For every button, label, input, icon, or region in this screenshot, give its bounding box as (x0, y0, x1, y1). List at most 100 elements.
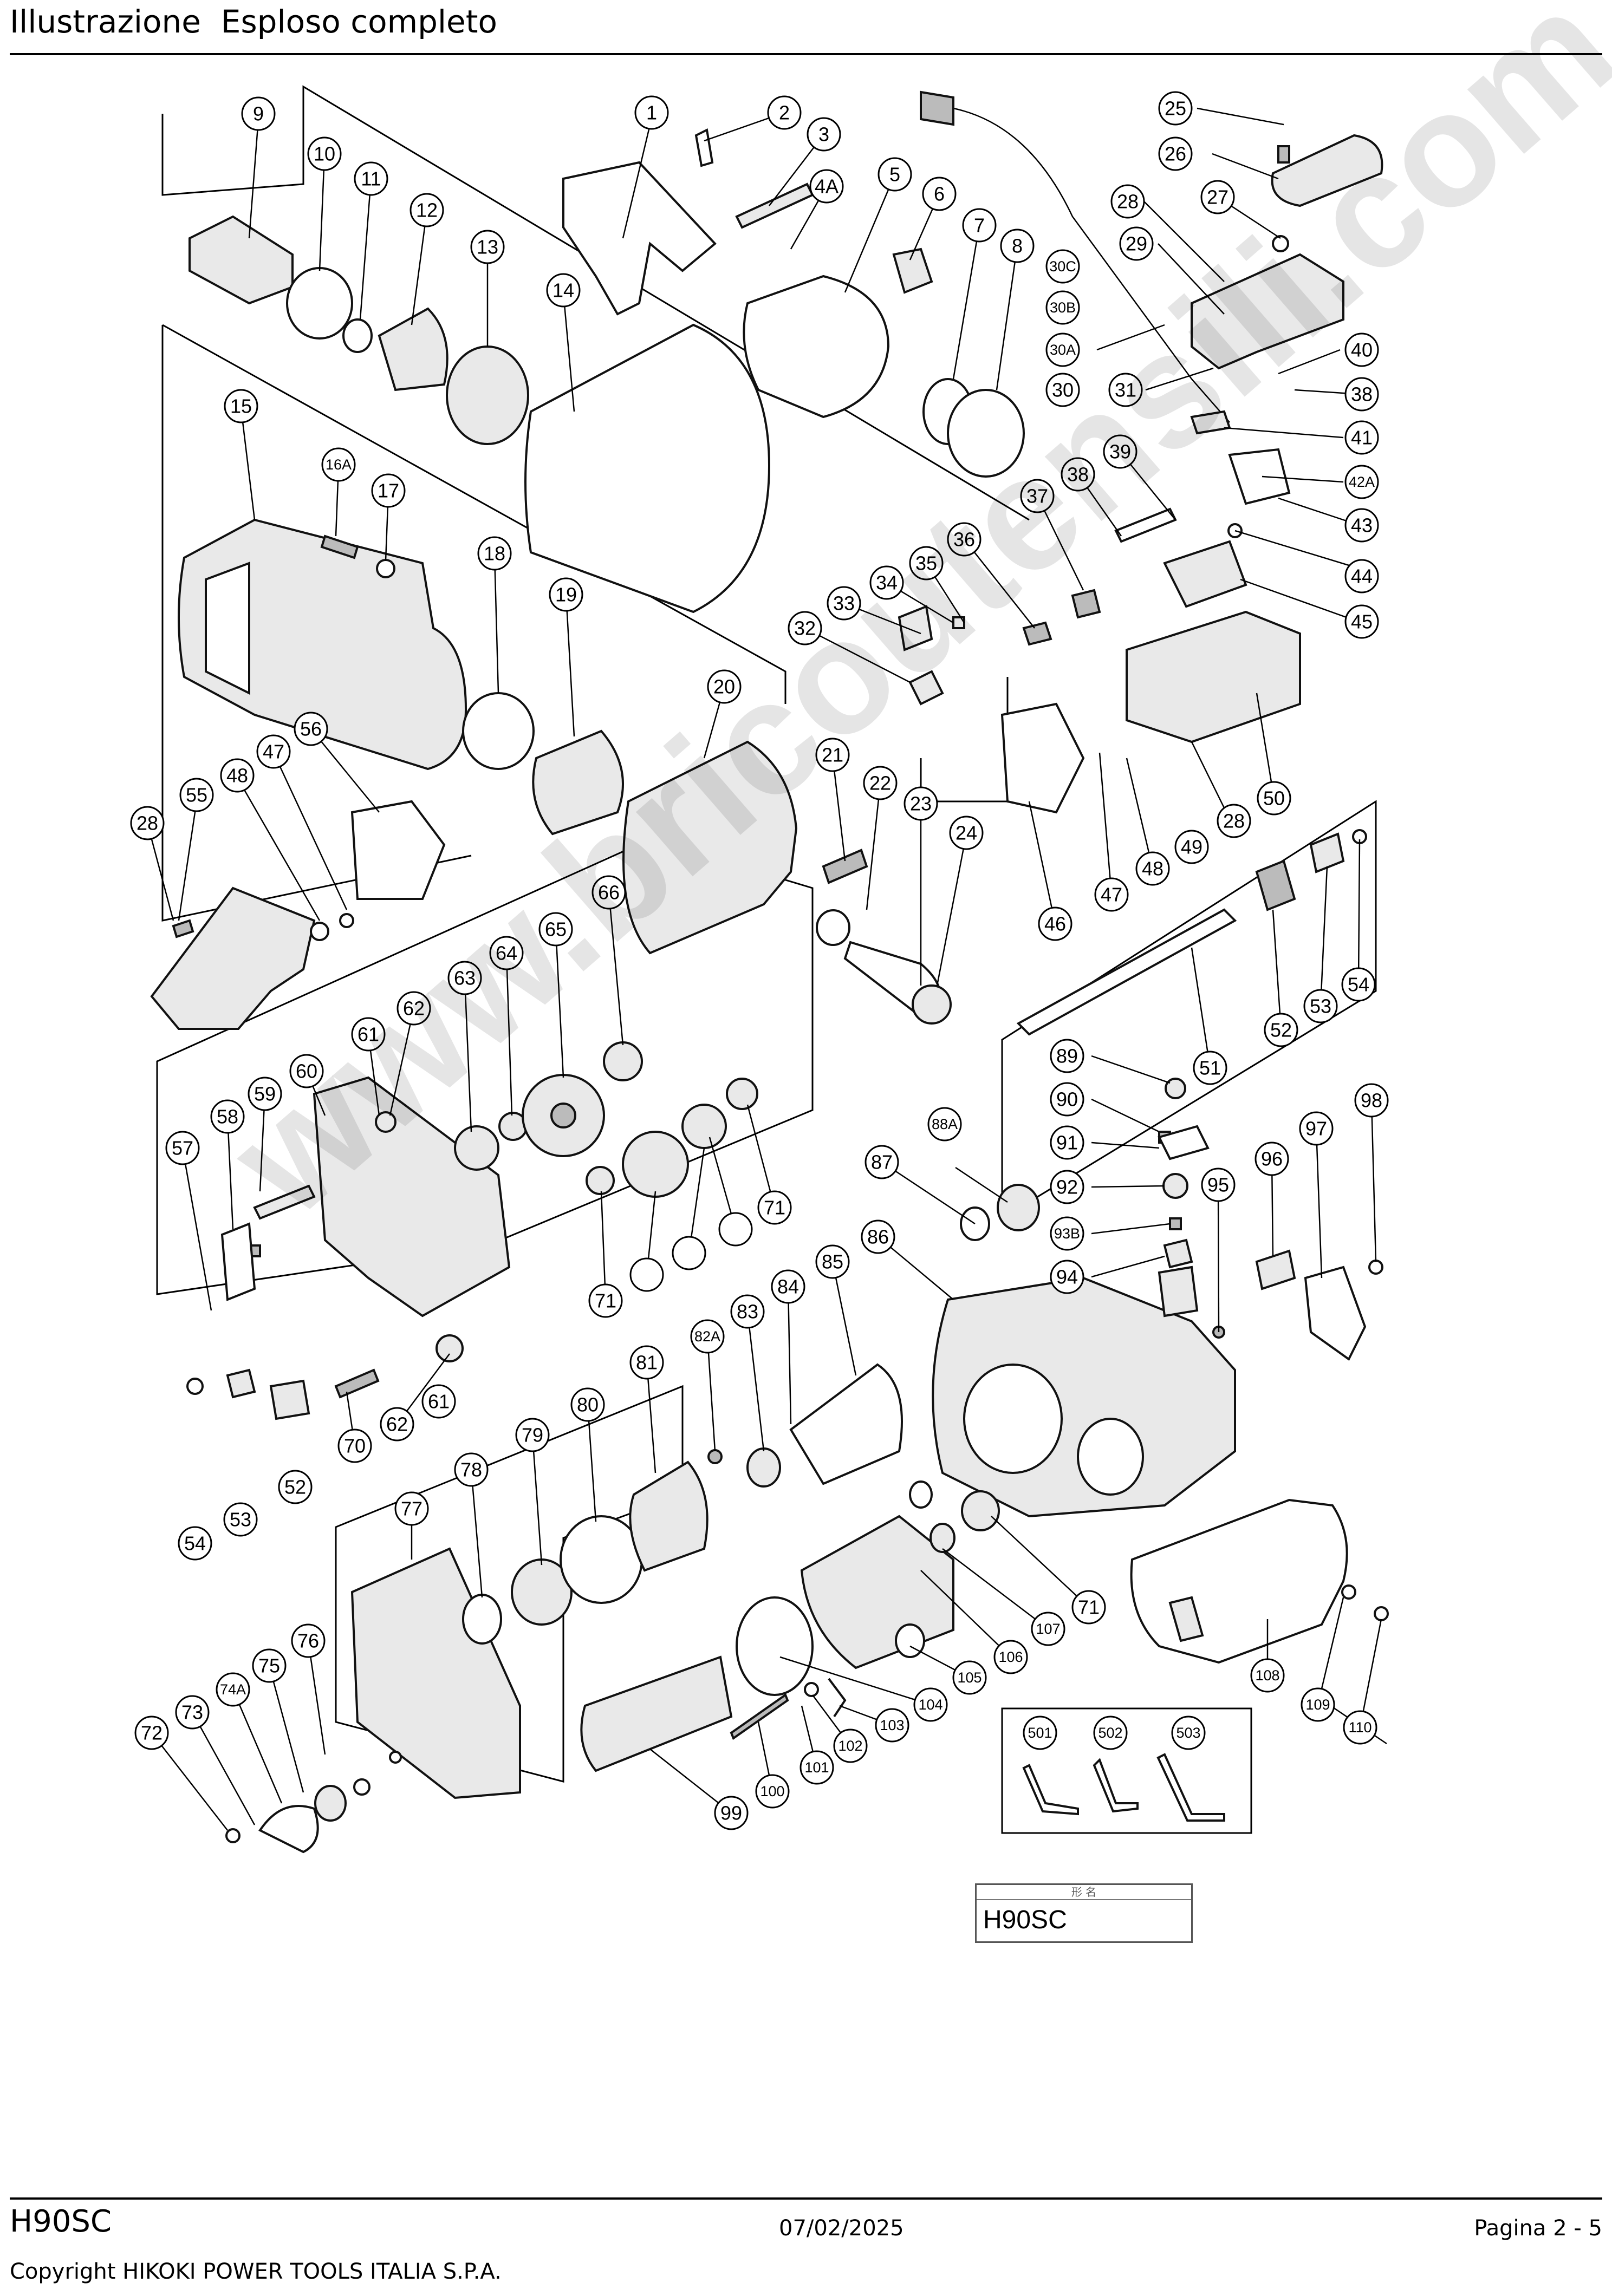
callout-99: 99 (714, 1796, 749, 1830)
callout-503: 503 (1171, 1716, 1206, 1750)
callout-97: 97 (1299, 1111, 1334, 1146)
svg-text:110: 110 (1348, 1719, 1372, 1736)
svg-text:103: 103 (880, 1717, 904, 1733)
svg-text:6: 6 (934, 183, 945, 205)
svg-text:45: 45 (1351, 611, 1373, 633)
svg-text:22: 22 (869, 772, 891, 794)
callout-104: 104 (913, 1687, 948, 1722)
callout-93b: 93B (1050, 1216, 1084, 1251)
callout-94: 94 (1050, 1260, 1084, 1294)
callout-32: 32 (788, 611, 822, 645)
callout-44: 44 (1344, 559, 1379, 593)
page-title: Illustrazione Esploso completo (10, 3, 497, 40)
svg-text:52: 52 (284, 1476, 306, 1498)
svg-text:78: 78 (460, 1459, 482, 1481)
footer-divider (10, 2197, 1602, 2200)
svg-text:30A: 30A (1050, 342, 1076, 358)
callout-55: 55 (179, 778, 214, 812)
callout-15: 15 (224, 389, 258, 423)
callout-68-mid: 71 (757, 1190, 792, 1225)
callout-41: 41 (1344, 420, 1379, 455)
callout-20: 20 (707, 669, 742, 704)
callout-69 (629, 1257, 664, 1292)
svg-text:30B: 30B (1050, 299, 1076, 316)
callout-47-right: 47 (1094, 877, 1129, 912)
callout-58: 58 (210, 1099, 245, 1134)
svg-text:91: 91 (1056, 1132, 1078, 1154)
svg-text:33: 33 (833, 592, 855, 615)
svg-text:35: 35 (915, 552, 937, 575)
svg-text:40: 40 (1351, 339, 1373, 361)
svg-text:501: 501 (1028, 1725, 1052, 1741)
svg-text:82A: 82A (694, 1328, 720, 1345)
svg-text:43: 43 (1351, 514, 1373, 537)
callout-6: 6 (922, 177, 957, 211)
callout-50: 50 (1257, 781, 1291, 816)
callout-76: 76 (291, 1623, 326, 1658)
callout-29: 29 (1119, 226, 1154, 261)
svg-text:72: 72 (141, 1722, 162, 1744)
svg-text:106: 106 (998, 1649, 1023, 1665)
callout-63: 63 (447, 961, 482, 995)
svg-text:71: 71 (595, 1290, 616, 1312)
svg-text:97: 97 (1305, 1118, 1327, 1140)
callout-28-top: 28 (1110, 184, 1145, 219)
callout-4a: 4A (809, 169, 844, 204)
svg-text:12: 12 (416, 199, 438, 221)
callout-25: 25 (1158, 91, 1193, 126)
svg-text:51: 51 (1199, 1057, 1221, 1079)
svg-text:84: 84 (777, 1276, 799, 1298)
svg-text:20: 20 (713, 676, 735, 698)
leader-lines (146, 107, 1387, 1831)
callout-70 (672, 1236, 706, 1270)
callout-10: 10 (307, 136, 342, 171)
callout-92: 92 (1050, 1170, 1084, 1204)
svg-text:7: 7 (974, 214, 985, 237)
svg-text:58: 58 (217, 1106, 238, 1128)
svg-text:86: 86 (867, 1226, 889, 1248)
svg-text:108: 108 (1255, 1667, 1279, 1684)
svg-text:74A: 74A (220, 1681, 246, 1698)
callout-54-left: 54 (178, 1526, 212, 1561)
callout-8: 8 (1000, 229, 1035, 263)
svg-text:50: 50 (1263, 787, 1285, 810)
svg-text:502: 502 (1098, 1725, 1122, 1741)
svg-text:98: 98 (1361, 1090, 1382, 1112)
callout-27: 27 (1200, 180, 1235, 214)
svg-text:41: 41 (1351, 427, 1373, 449)
svg-text:39: 39 (1109, 441, 1131, 463)
callout-502: 502 (1093, 1716, 1128, 1750)
svg-text:25: 25 (1165, 97, 1186, 120)
callout-13: 13 (470, 230, 505, 264)
svg-text:64: 64 (496, 942, 517, 964)
svg-text:96: 96 (1261, 1148, 1283, 1170)
callout-52-right: 52 (1264, 1013, 1298, 1047)
svg-text:46: 46 (1044, 913, 1066, 935)
svg-text:47: 47 (1101, 884, 1122, 906)
callout-49: 49 (1174, 830, 1209, 864)
svg-text:107: 107 (1036, 1621, 1060, 1637)
callout-12: 12 (410, 193, 444, 227)
svg-text:62: 62 (403, 997, 425, 1020)
callout-53-right: 53 (1303, 989, 1338, 1023)
svg-text:3: 3 (818, 123, 829, 146)
svg-text:93B: 93B (1054, 1225, 1080, 1242)
callout-9: 9 (241, 96, 276, 131)
callout-26: 26 (1158, 136, 1193, 171)
callout-85: 85 (815, 1244, 850, 1279)
svg-text:71: 71 (764, 1197, 785, 1219)
callout-74a: 74A (216, 1672, 250, 1707)
callout-46: 46 (1038, 906, 1072, 941)
svg-text:92: 92 (1056, 1176, 1078, 1198)
callout-39: 39 (1103, 434, 1138, 469)
svg-text:63: 63 (454, 967, 476, 989)
svg-text:99: 99 (720, 1802, 742, 1824)
svg-text:90: 90 (1056, 1088, 1078, 1111)
callout-59: 59 (248, 1077, 282, 1111)
svg-text:55: 55 (186, 784, 207, 806)
svg-text:94: 94 (1056, 1266, 1078, 1288)
callout-21: 21 (815, 738, 850, 772)
svg-text:24: 24 (955, 822, 977, 844)
svg-text:13: 13 (477, 236, 498, 258)
callout-105: 105 (952, 1660, 987, 1695)
